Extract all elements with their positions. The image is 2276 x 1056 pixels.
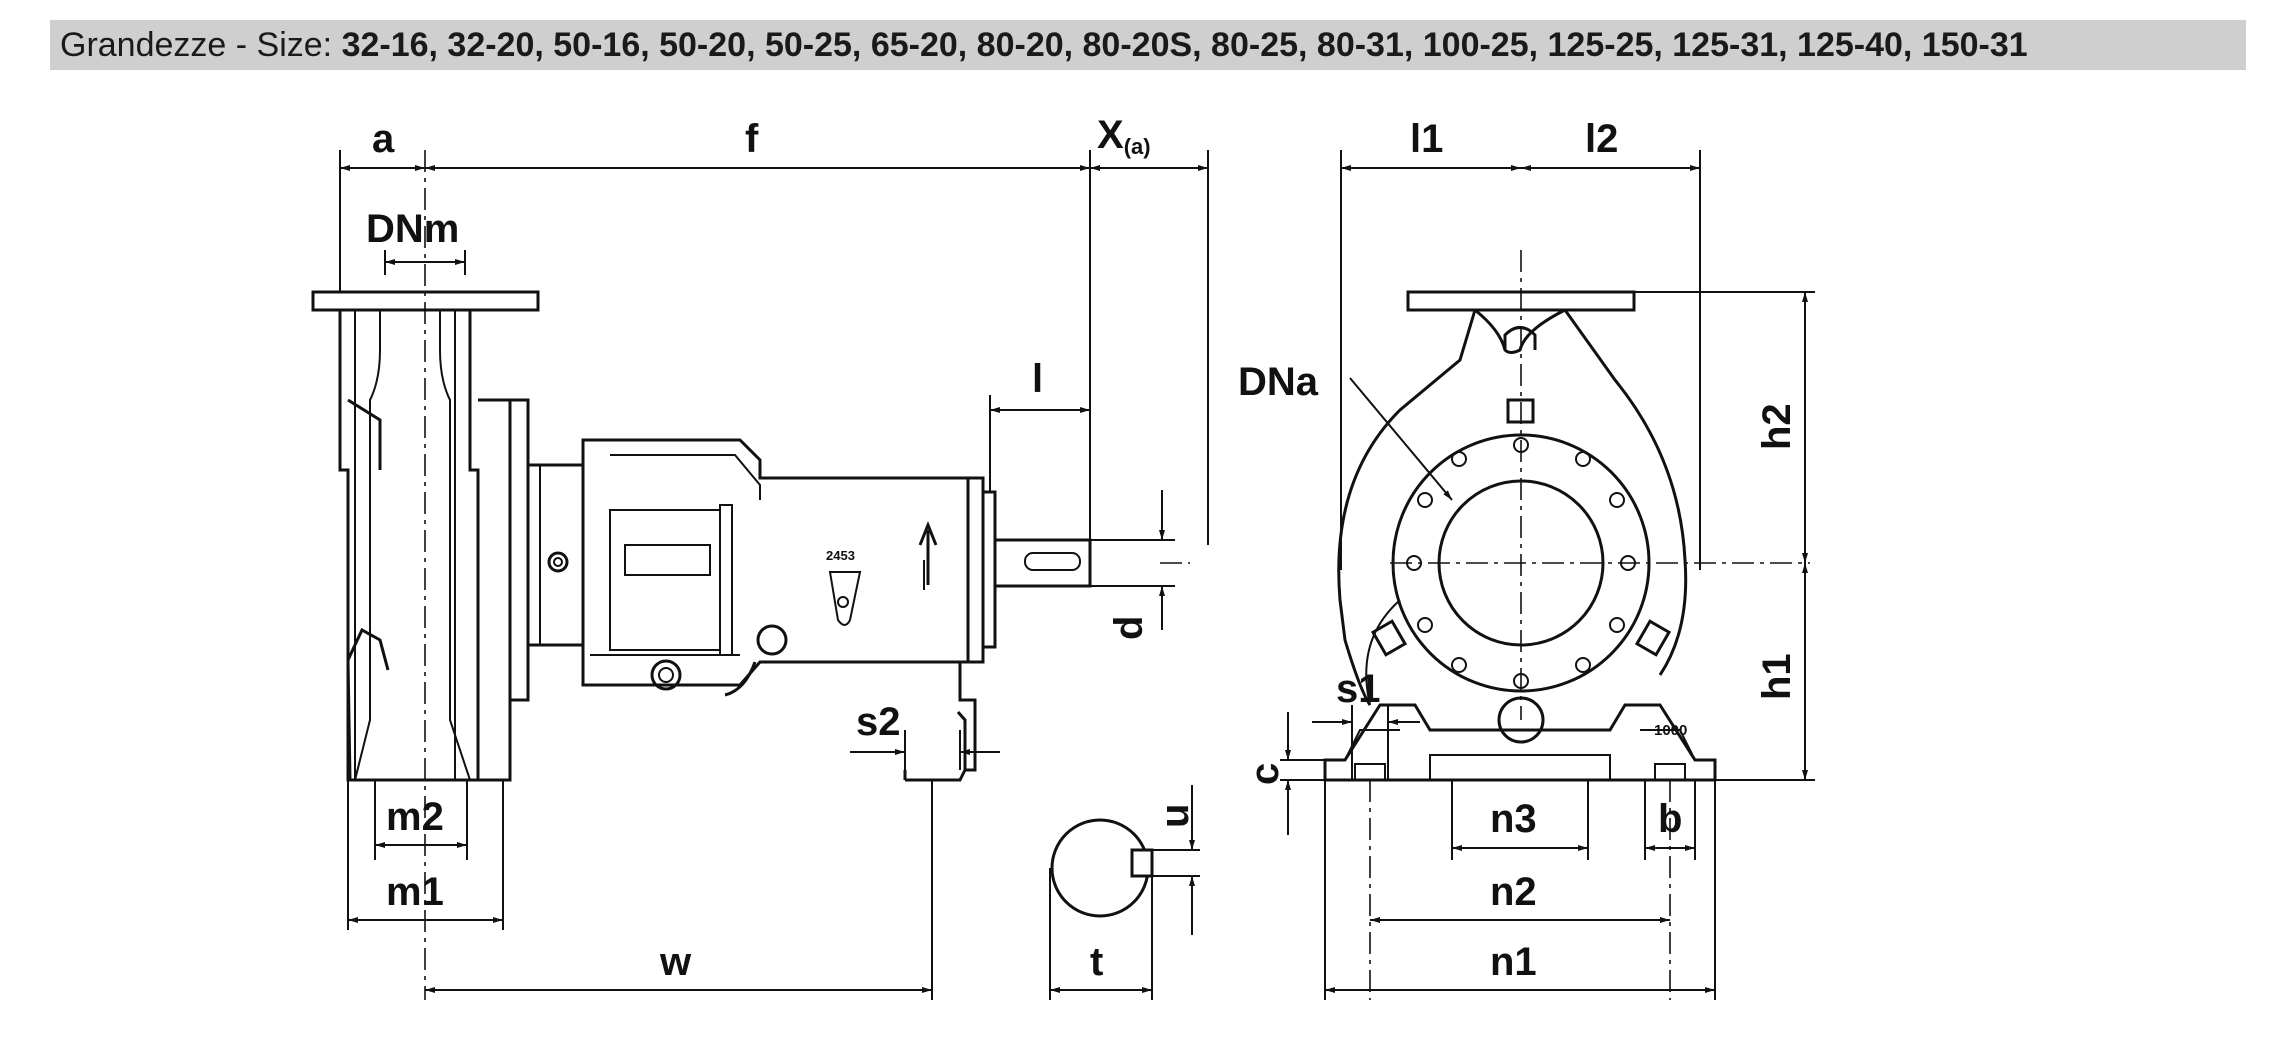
dimension-l1-label: l1 xyxy=(1410,117,1443,161)
dimension-l2-label: l2 xyxy=(1585,117,1618,161)
dimension-x-label: X(a) xyxy=(1097,113,1151,159)
discharge-flange xyxy=(1406,250,1636,720)
dimension-d-label: d xyxy=(1107,616,1151,640)
dimension-dna-label: DNa xyxy=(1238,360,1319,404)
dimension-dnm-label: DNm xyxy=(366,207,459,251)
dimension-m2-label: m2 xyxy=(386,795,444,839)
dimension-w-label: w xyxy=(659,940,692,984)
dimension-s1-label: s1 xyxy=(1336,667,1381,711)
flange-bolt-holes xyxy=(1406,437,1636,689)
dimension-s2-label: s2 xyxy=(856,700,901,744)
header-size-list: 32-16, 32-20, 50-16, 50-20, 50-25, 65-20… xyxy=(341,25,2028,64)
dimension-c-label: c xyxy=(1243,763,1287,785)
dimension-n3-label: n3 xyxy=(1490,797,1537,841)
dimension-b-label: b xyxy=(1658,797,1682,841)
shaft-end xyxy=(903,476,1092,782)
shaft-section: u t xyxy=(1049,785,1200,1000)
front-view: 1000 l1 l2 DNa h2 h1 xyxy=(1238,117,1815,1000)
dimension-m1-label: m1 xyxy=(386,870,444,914)
volute-casing xyxy=(1337,309,1688,744)
dimension-n1-label: n1 xyxy=(1490,940,1537,984)
dimension-a-label: a xyxy=(372,117,395,161)
dimension-n2-label: n2 xyxy=(1490,870,1537,914)
foot-marking: 1000 xyxy=(1654,722,1687,739)
dimension-t-label: t xyxy=(1090,940,1103,984)
casing-cover xyxy=(508,398,585,702)
dimension-u-label: u xyxy=(1153,804,1197,828)
header-prefix: Grandezze - Size: xyxy=(60,25,342,64)
dna-leader-line xyxy=(1349,377,1453,501)
bearing-bracket: 2453 xyxy=(581,438,977,697)
dimension-l-label: l xyxy=(1032,357,1043,401)
side-plate-marking: 2453 xyxy=(826,548,855,563)
dimension-f-label: f xyxy=(745,117,759,161)
side-view: 2453 a f xyxy=(311,113,1209,1000)
dimension-h1-label: h1 xyxy=(1755,653,1799,700)
dimension-h2-label: h2 xyxy=(1755,403,1799,450)
header-bar: Grandezze - Size: 32-16, 32-20, 50-16, 5… xyxy=(50,20,2246,70)
